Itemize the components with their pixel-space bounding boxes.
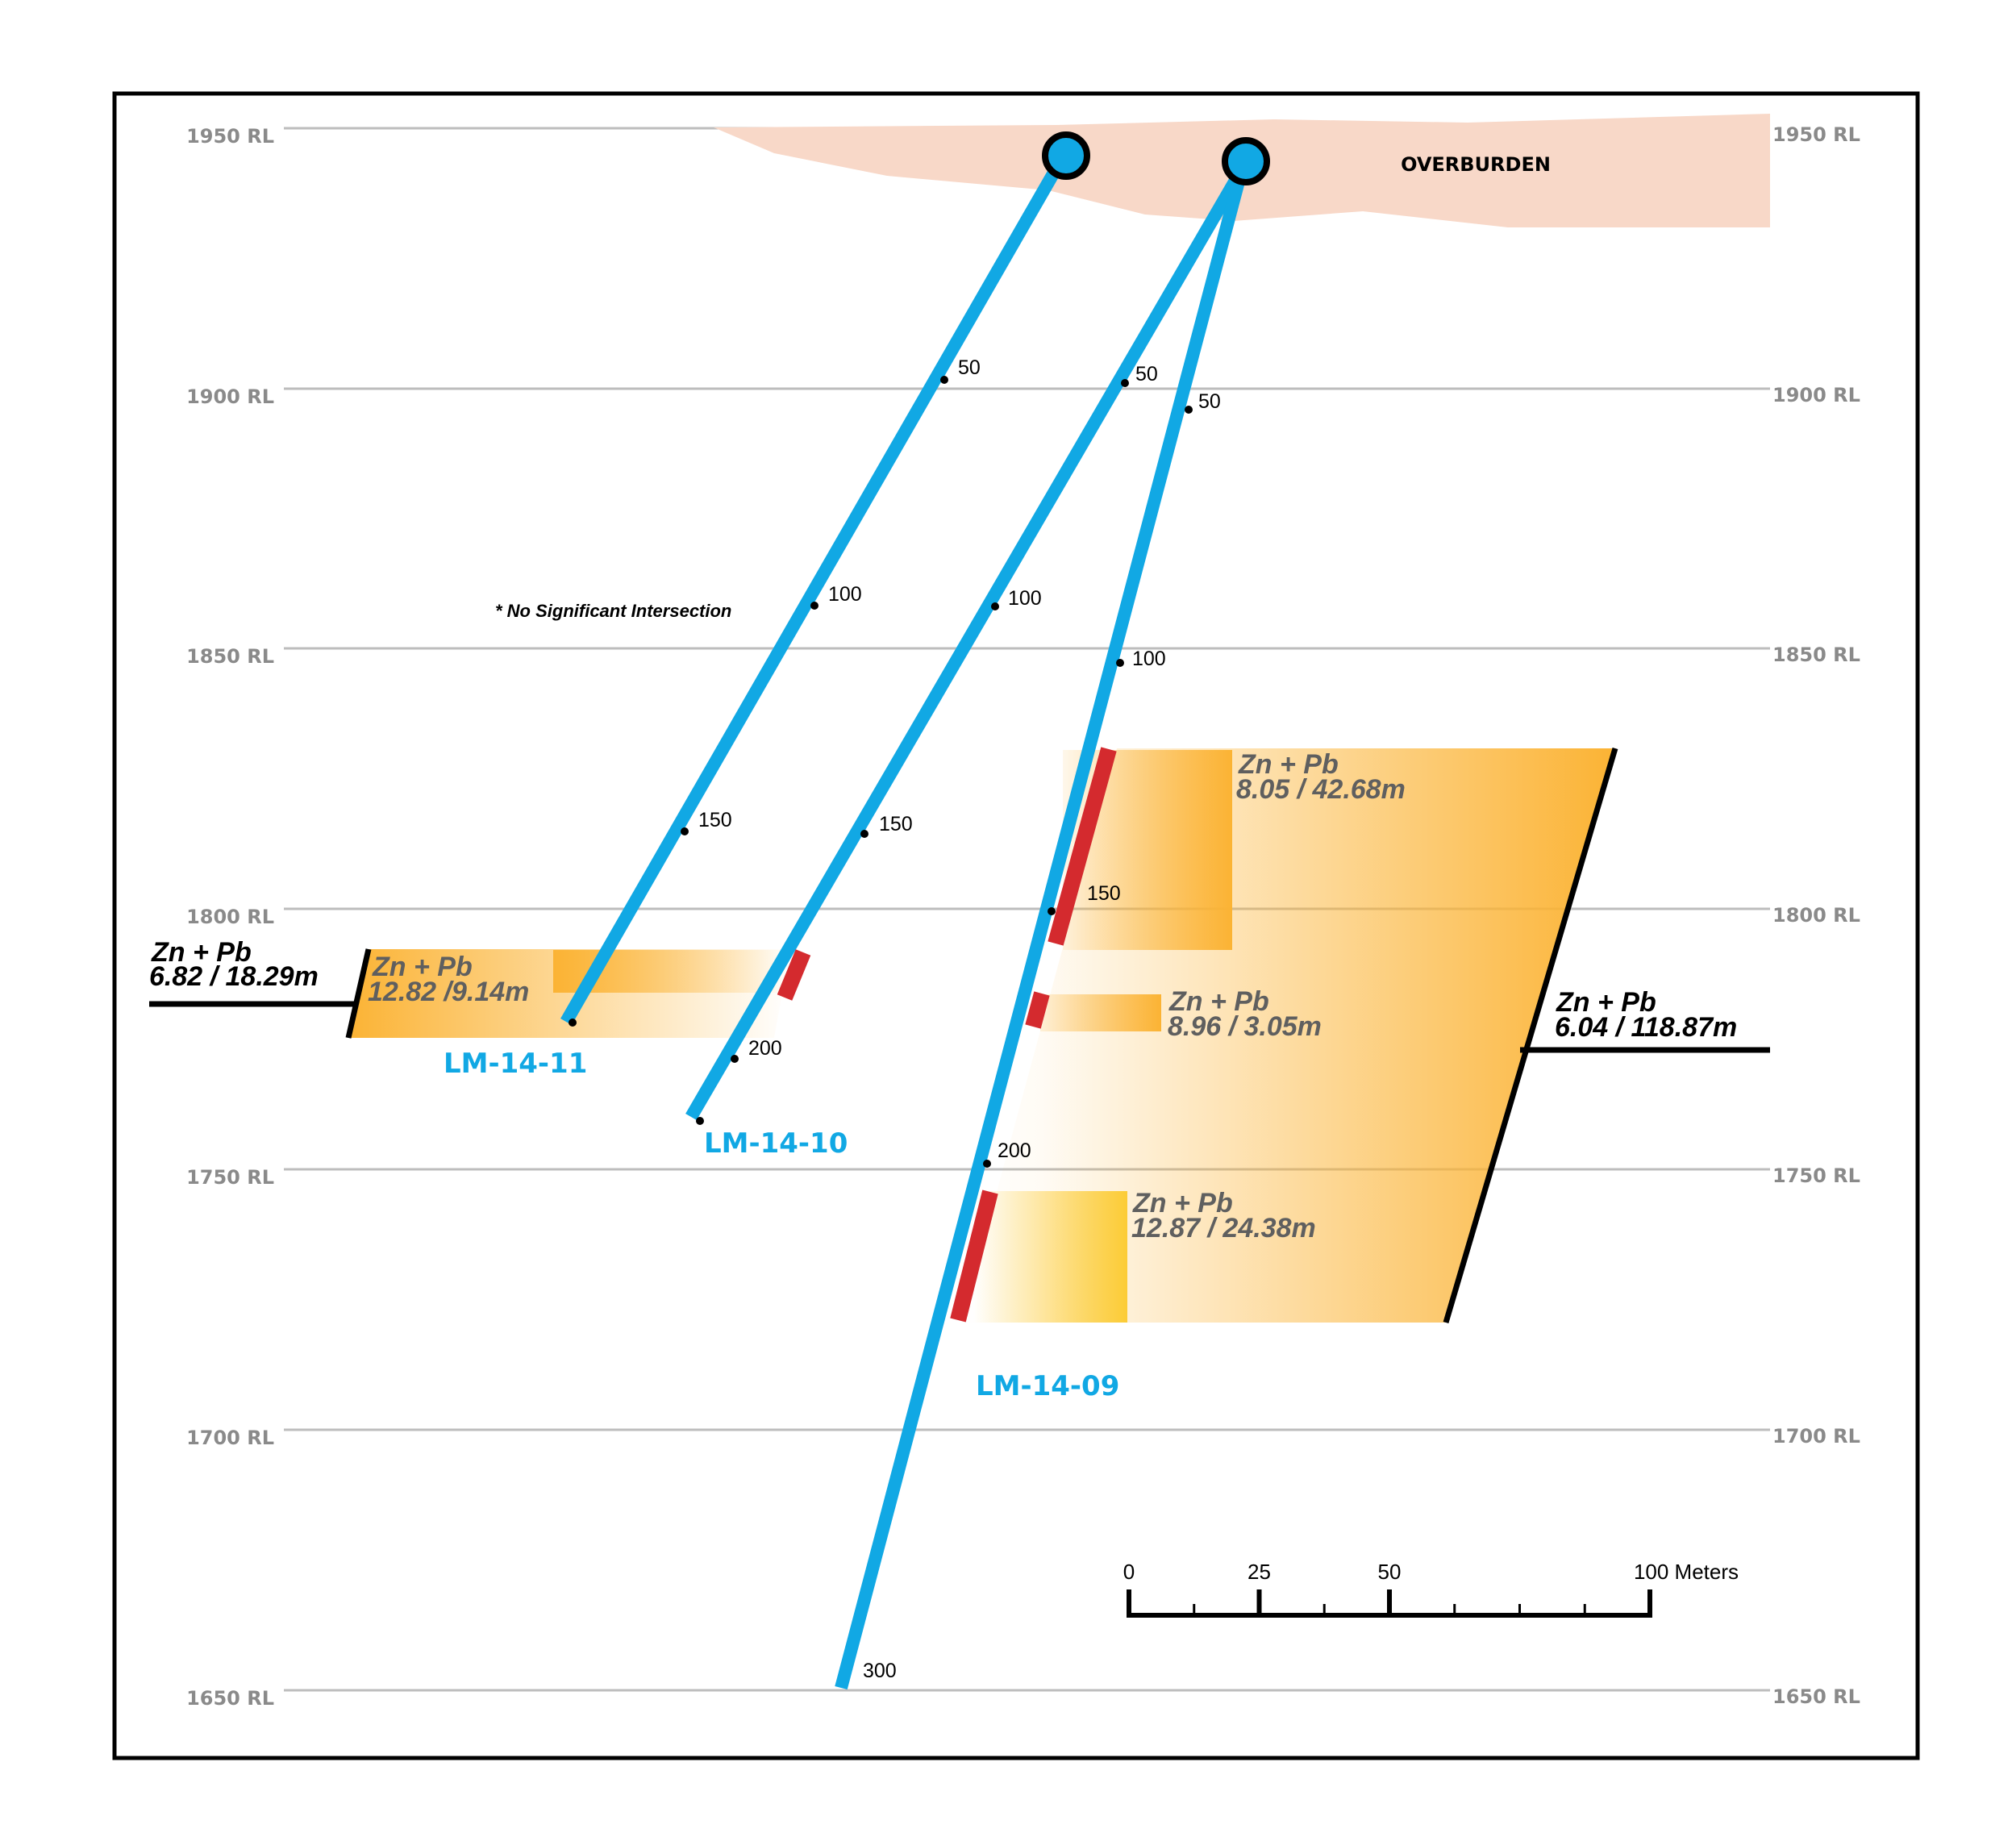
depth-label-lm-14-10-50: 50 xyxy=(1135,363,1158,385)
depth-label-lm-14-11-50: 50 xyxy=(958,356,981,379)
intersection-label-lm-14-09-lower-line2: 12.87 / 24.38m xyxy=(1131,1213,1316,1244)
drill-trace-lm-14-11 xyxy=(560,158,1066,1025)
intersection-label-lm-14-09-lower-line1: Zn + Pb xyxy=(1132,1188,1233,1219)
depth-label-lm-14-11-100: 100 xyxy=(828,583,862,606)
depth-dot xyxy=(731,1055,739,1063)
rl-label-right-1950: 1950 RL xyxy=(1772,123,1860,146)
composite-boundary-lm-14-11 xyxy=(345,948,372,1039)
depth-label-lm-14-10-100: 100 xyxy=(1008,587,1042,610)
rl-label-right-1650: 1650 RL xyxy=(1772,1685,1860,1708)
depth-label-lm-14-09-300: 300 xyxy=(863,1660,897,1682)
interval-lm-14-10 xyxy=(777,949,811,1001)
depth-dot xyxy=(696,1117,704,1125)
scale-label-100-meters: 100 Meters xyxy=(1634,1560,1739,1584)
intersection-envelope-lm-14-09-lower xyxy=(974,1191,1127,1323)
depth-label-lm-14-09-150: 150 xyxy=(1087,882,1121,905)
intersection-label-lm-14-09-upper-line1: Zn + Pb xyxy=(1238,749,1339,780)
rl-label-left-1700: 1700 RL xyxy=(186,1427,274,1449)
rl-grid: 1950 RL 1900 RL 1850 RL 1800 RL 1750 RL … xyxy=(186,123,1860,1710)
intersection-label-lm-14-09-upper-line2: 8.05 / 42.68m xyxy=(1236,774,1406,805)
depth-ticks xyxy=(569,376,1193,1168)
intersection-envelope-lm-14-09-upper xyxy=(1063,750,1232,950)
rl-label-right-1800: 1800 RL xyxy=(1772,904,1860,927)
depth-dot xyxy=(940,376,948,384)
hole-label-lm-14-11: LM-14-11 xyxy=(444,1048,587,1080)
composite-label-lm-14-09-line1: Zn + Pb xyxy=(1556,987,1656,1018)
depth-dot xyxy=(1116,659,1124,667)
rl-label-right-1700: 1700 RL xyxy=(1772,1425,1860,1448)
rl-label-right-1850: 1850 RL xyxy=(1772,644,1860,666)
drill-trace-lm-14-09 xyxy=(835,167,1248,1690)
depth-label-lm-14-11-150: 150 xyxy=(698,809,732,831)
rl-label-right-1900: 1900 RL xyxy=(1772,384,1860,406)
intersection-label-lm-14-09-middle-line1: Zn + Pb xyxy=(1168,986,1269,1017)
rl-label-left-1950: 1950 RL xyxy=(186,125,274,148)
depth-dot xyxy=(983,1160,991,1168)
intersection-label-lm-14-11-line1: Zn + Pb xyxy=(372,952,473,982)
depth-label-lm-14-10-150: 150 xyxy=(879,813,913,835)
no-significant-intersection-note: * No Significant Intersection xyxy=(495,601,731,621)
depth-dot xyxy=(1185,406,1193,414)
rl-label-left-1750: 1750 RL xyxy=(186,1166,274,1189)
interval-lm-14-09-lower xyxy=(950,1189,998,1323)
scale-bar: 0 25 50 100 Meters xyxy=(1123,1560,1739,1618)
rl-label-left-1800: 1800 RL xyxy=(186,906,274,928)
depth-dot xyxy=(860,830,868,838)
interval-lm-14-09-upper xyxy=(1048,747,1117,946)
intersection-label-lm-14-09-middle-line2: 8.96 / 3.05m xyxy=(1168,1011,1322,1042)
drill-trace-lm-14-10 xyxy=(685,165,1248,1121)
collar-lm-14-10-lm-14-09 xyxy=(1222,137,1270,185)
rl-label-left-1850: 1850 RL xyxy=(186,645,274,668)
depth-dot xyxy=(1048,907,1056,915)
scale-label-25: 25 xyxy=(1248,1560,1271,1584)
interval-lm-14-09-middle xyxy=(1025,991,1050,1029)
scale-label-0: 0 xyxy=(1123,1560,1135,1584)
depth-label-lm-14-09-100: 100 xyxy=(1132,648,1166,670)
depth-dot xyxy=(1121,379,1129,387)
depth-label-lm-14-09-50: 50 xyxy=(1198,390,1221,413)
hole-label-lm-14-10: LM-14-10 xyxy=(704,1127,848,1160)
rl-label-right-1750: 1750 RL xyxy=(1772,1164,1860,1187)
overburden-label: OVERBURDEN xyxy=(1401,153,1551,176)
depth-label-lm-14-09-200: 200 xyxy=(998,1139,1031,1162)
hole-label-lm-14-09: LM-14-09 xyxy=(976,1370,1119,1402)
depth-label-lm-14-10-200: 200 xyxy=(748,1037,782,1060)
frame xyxy=(112,91,1920,1760)
rl-label-left-1900: 1900 RL xyxy=(186,385,274,408)
composite-boundary-lm-14-09 xyxy=(1443,748,1618,1323)
depth-dot xyxy=(569,1019,577,1027)
depth-dot xyxy=(810,602,818,610)
collar-lm-14-11 xyxy=(1042,131,1090,180)
scale-label-50: 50 xyxy=(1378,1560,1402,1584)
composite-label-lm-14-11-line1: Zn + Pb xyxy=(151,937,252,968)
composite-label-lm-14-11-line2: 6.82 / 18.29m xyxy=(149,961,319,992)
depth-dot xyxy=(991,602,999,610)
composite-label-lm-14-09-line2: 6.04 / 118.87m xyxy=(1555,1012,1737,1043)
rl-label-left-1650: 1650 RL xyxy=(186,1687,274,1710)
depth-dot xyxy=(681,827,689,835)
intersection-envelope-lm-14-09-middle xyxy=(1040,994,1161,1031)
intersection-label-lm-14-11-line2: 12.82 /9.14m xyxy=(368,977,529,1007)
